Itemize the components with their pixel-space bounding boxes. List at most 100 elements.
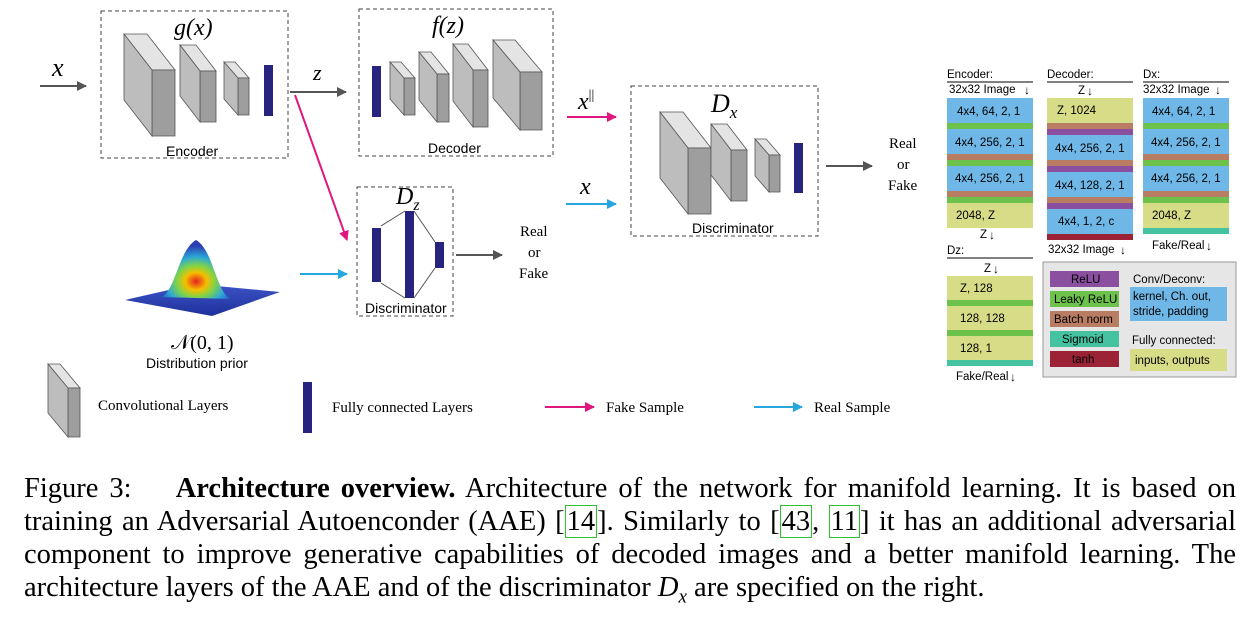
conv-layer-block xyxy=(123,32,176,138)
legend-leaky-relu: Leaky ReLU xyxy=(1054,294,1117,306)
architecture-diagram: x g(x) Encoder z f(z) Decoder xyxy=(40,8,1237,439)
prior-formula: 𝒩(0, 1) xyxy=(171,332,233,354)
caption-title: Architecture overview. xyxy=(175,473,456,504)
spec-decoder: Decoder: Z ↓ Z, 1024 4x4, 256, 2, 1 4x4,… xyxy=(1047,69,1133,257)
conv-layer-block xyxy=(452,42,489,129)
dz-output-real: Real xyxy=(520,224,548,240)
encoder-label: Encoder xyxy=(166,143,218,159)
down-arrow-icon: ↓ xyxy=(1024,83,1030,97)
encoder-fc-layer xyxy=(264,65,273,116)
latent-z-label: z xyxy=(312,60,322,85)
dx-conv-layers xyxy=(659,110,781,216)
reconstructed-x-label: x|| xyxy=(577,88,594,115)
spec-dz-title: Dz: xyxy=(947,245,964,257)
spec-dz-output: Fake/Real xyxy=(956,371,1008,383)
conv-layer-block xyxy=(492,38,543,132)
input-x-label: x xyxy=(51,53,64,82)
caption-dx-symbol: Dx xyxy=(657,572,687,608)
dx-output-real: Real xyxy=(889,136,917,152)
spec-decoder-layer-2: 4x4, 128, 2, 1 xyxy=(1055,180,1125,192)
caption-text: are specified on the right. xyxy=(686,572,985,603)
caption-text: Architecture of the network for manifold… xyxy=(24,473,1237,537)
spec-decoder-input: Z xyxy=(1078,85,1085,97)
decoder-label: Decoder xyxy=(428,140,481,156)
legend-fc-title: Fully connected: xyxy=(1132,335,1216,347)
spec-decoder-layer-1: 4x4, 256, 2, 1 xyxy=(1055,143,1125,155)
legend-fc-icon xyxy=(303,382,312,433)
conv-layer-block xyxy=(223,60,250,117)
down-arrow-icon: ↓ xyxy=(993,262,999,276)
citation-link[interactable]: 14 xyxy=(564,505,598,538)
dx-fc-layer xyxy=(794,143,803,193)
dz-fc-layer xyxy=(435,242,444,268)
legend-fc-desc: inputs, outputs xyxy=(1135,355,1210,367)
spec-encoder-output: Z xyxy=(980,229,987,241)
spec-dz-layer-3: 128, 1 xyxy=(960,343,992,355)
prior-label: Distribution prior xyxy=(146,355,248,371)
spec-dx-layer-2: 4x4, 256, 2, 1 xyxy=(1151,137,1221,149)
down-arrow-icon: ↓ xyxy=(1010,370,1016,384)
spec-decoder-output: 32x32 Image xyxy=(1048,244,1115,256)
down-arrow-icon: ↓ xyxy=(1206,239,1212,253)
figure-caption: Figure 3: Architecture overview. Archite… xyxy=(24,472,1236,614)
spec-dx-title: Dx: xyxy=(1143,69,1160,81)
spec-encoder-fc: 2048, Z xyxy=(956,210,995,222)
conv-layer-block xyxy=(754,137,781,194)
spec-dz: Dz: Z ↓ Z, 128 128, 128 128, 1 Fake/Real… xyxy=(947,245,1033,384)
encoder-function-label: g(x) xyxy=(174,15,213,41)
caption-text: ]. Similarly to [ xyxy=(597,506,780,537)
conv-layer-block xyxy=(418,50,450,124)
down-arrow-icon: ↓ xyxy=(989,228,995,242)
spec-dx-output: Fake/Real xyxy=(1152,240,1204,252)
gaussian-prior-surface xyxy=(125,240,280,316)
citation-link[interactable]: 43 xyxy=(779,505,813,538)
dx-output-fake: Fake xyxy=(888,178,918,194)
legend-sigmoid: Sigmoid xyxy=(1062,334,1104,346)
spec-dx-fc: 2048, Z xyxy=(1152,210,1191,222)
legend-conv-title: Conv/Deconv: xyxy=(1133,274,1205,286)
dx-discriminator-label: Discriminator xyxy=(692,220,774,236)
spec-dx: Dx: 32x32 Image ↓ 4x4, 64, 2, 1 4x4, 256… xyxy=(1143,69,1229,253)
legend-conv-desc-2: stride, padding xyxy=(1133,306,1208,318)
activation-legend: ReLU Leaky ReLU Batch norm Sigmoid tanh … xyxy=(1042,261,1237,378)
spec-dz-input: Z xyxy=(984,263,991,275)
spec-dz-layer-2: 128, 128 xyxy=(960,313,1005,325)
legend-fc-label: Fully connected Layers xyxy=(332,400,473,416)
decoder-conv-layers xyxy=(389,38,543,132)
legend-conv-desc-1: kernel, Ch. out, xyxy=(1133,291,1211,303)
spec-dx-layer-3: 4x4, 256, 2, 1 xyxy=(1151,173,1221,185)
legend-batch-norm: Batch norm xyxy=(1054,314,1113,326)
citation-link[interactable]: 11 xyxy=(828,505,860,538)
dz-fc-layer xyxy=(372,228,381,282)
dz-discriminator-label: Discriminator xyxy=(365,300,447,316)
spec-dx-input: 32x32 Image xyxy=(1143,84,1210,96)
dz-box xyxy=(356,186,454,317)
dz-output-fake: Fake xyxy=(519,266,549,282)
encoder-box xyxy=(100,10,289,159)
dz-title: Dz xyxy=(395,184,420,214)
decoder-fc-layer xyxy=(372,66,381,117)
spec-encoder-layer-3: 4x4, 256, 2, 1 xyxy=(955,173,1025,185)
decoder-function-label: f(z) xyxy=(432,13,464,39)
spec-decoder-title: Decoder: xyxy=(1047,69,1094,81)
spec-decoder-layer-3: 4x4, 1, 2, c xyxy=(1058,216,1115,228)
spec-encoder-layer-1: 4x4, 64, 2, 1 xyxy=(957,106,1020,118)
dx-box xyxy=(630,85,819,237)
real-x-label: x xyxy=(579,174,591,200)
legend-relu: ReLU xyxy=(1071,274,1100,286)
z-to-dz-arrow xyxy=(294,94,349,241)
spec-dz-layer-1: Z, 128 xyxy=(960,283,993,295)
spec-encoder-title: Encoder: xyxy=(947,69,993,81)
legend-tanh: tanh xyxy=(1072,354,1094,366)
decoder-box xyxy=(358,8,554,157)
dz-network xyxy=(372,210,444,299)
spec-encoder-input: 32x32 Image xyxy=(949,84,1016,96)
down-arrow-icon: ↓ xyxy=(1087,84,1093,98)
caption-text: ] it has an additional adversarial compo… xyxy=(24,506,1236,603)
spec-encoder-layer-2: 4x4, 256, 2, 1 xyxy=(955,137,1025,149)
conv-layer-block xyxy=(710,122,748,203)
legend-conv-icon xyxy=(47,362,81,439)
conv-layer-block xyxy=(179,43,217,124)
caption-text: , xyxy=(812,506,829,537)
dx-title: Dx xyxy=(710,89,738,122)
